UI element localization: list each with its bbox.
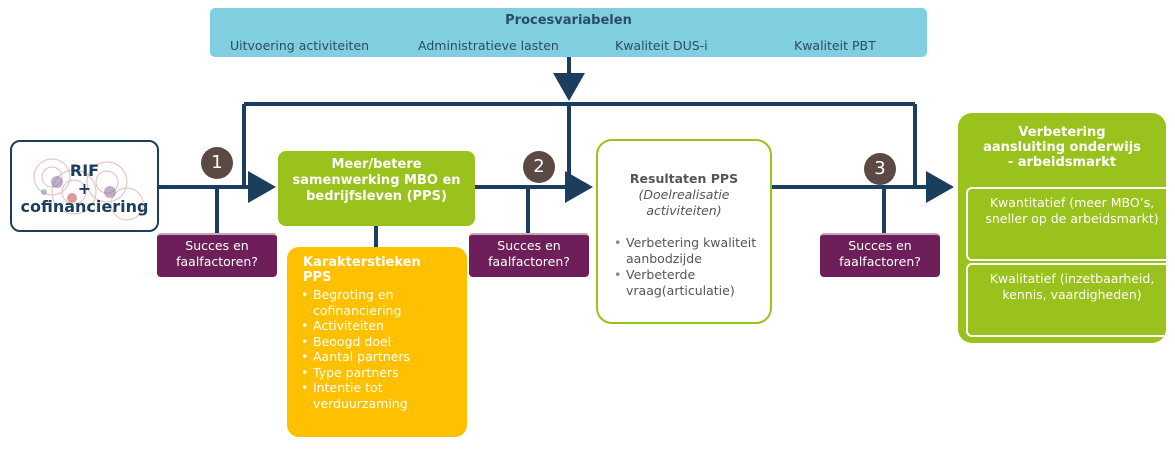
quantitative-label: Kwantitatief (meer MBO’s, sneller op de …: [985, 195, 1159, 226]
characteristics-title: Karakterstieken PPS: [303, 255, 421, 285]
outcome-title: Verbetering aansluiting onderwijs - arbe…: [958, 125, 1166, 170]
results-box: Resultaten PPS (Doelrealisatie activitei…: [596, 139, 772, 324]
characteristics-box: Karakterstieken PPS Begroting en cofinan…: [287, 247, 467, 437]
quantitative-box: Kwantitatief (meer MBO’s, sneller op de …: [966, 187, 1175, 261]
rif-box: RIF + cofinanciering: [10, 140, 159, 232]
rif-decoration: [33, 158, 144, 221]
success-label: faalfactoren?: [839, 254, 921, 269]
outcome-title-line: Verbetering: [1018, 125, 1106, 140]
results-title: Resultaten PPS: [629, 171, 739, 186]
success-label: Succes en: [185, 238, 249, 253]
outcome-box: Verbetering aansluiting onderwijs - arbe…: [958, 113, 1175, 343]
rif-label: RIF + cofinanciering: [12, 162, 157, 216]
characteristics-title-line: Karakterstieken: [303, 255, 421, 270]
process-item: Kwaliteit PBT: [794, 38, 876, 53]
collaboration-box: Meer/betere samenwerking MBO en bedrijfs…: [278, 151, 475, 226]
success-label: faalfactoren?: [488, 254, 570, 269]
success-label: Succes en: [497, 238, 561, 253]
success-label: faalfactoren?: [176, 254, 258, 269]
step-circle-1: 1: [201, 147, 233, 179]
success-factors-box-3: Succes en faalfactoren?: [820, 233, 940, 277]
outcome-title-line: - arbeidsmarkt: [1007, 155, 1117, 170]
qualitative-box: Kwalitatief (inzetbaarheid, kennis, vaar…: [966, 263, 1175, 337]
collaboration-label: Meer/betere samenwerking MBO en bedrijfs…: [292, 157, 461, 204]
list-item: Activiteiten: [301, 318, 443, 334]
rif-line: RIF: [69, 161, 100, 180]
list-item: Beoogd doel: [301, 334, 443, 350]
qualitative-label: Kwalitatief (inzetbaarheid, kennis, vaar…: [989, 271, 1155, 302]
list-item: Begroting en cofinanciering: [301, 287, 443, 318]
results-subtitle: (Doelrealisatie activiteiten): [598, 187, 770, 219]
process-item: Kwaliteit DUS-i: [615, 38, 708, 53]
outcome-title-line: aansluiting onderwijs: [983, 140, 1141, 155]
success-label: Succes en: [848, 238, 912, 253]
step-circle-3: 3: [864, 153, 896, 185]
process-variables-title: Procesvariabelen: [505, 13, 632, 28]
results-subtitle-line: (Doelrealisatie: [638, 187, 730, 202]
process-item: Administratieve lasten: [418, 38, 559, 53]
results-list: Verbetering kwaliteit aanbodzijde Verbet…: [614, 235, 776, 299]
characteristics-list: Begroting en cofinanciering Activiteiten…: [299, 287, 443, 411]
results-subtitle-line: activiteiten): [646, 203, 722, 218]
rif-line: +: [77, 179, 92, 198]
step-circle-2: 2: [523, 151, 555, 183]
process-item: Uitvoering activiteiten: [230, 38, 370, 53]
list-item: Verbeterde vraag(articulatie): [614, 267, 746, 299]
success-factors-box-1: Succes en faalfactoren?: [157, 233, 277, 277]
success-factors-box-2: Succes en faalfactoren?: [469, 233, 589, 277]
rif-line: cofinanciering: [20, 197, 149, 216]
list-item: Type partners: [301, 365, 443, 381]
process-variables-box: Procesvariabelen Uitvoering activiteiten…: [210, 8, 927, 57]
characteristics-title-line: PPS: [303, 270, 332, 285]
list-item: Verbetering kwaliteit aanbodzijde: [614, 235, 776, 267]
list-item: Intentie tot verduurzaming: [301, 380, 443, 411]
list-item: Aantal partners: [301, 349, 443, 365]
